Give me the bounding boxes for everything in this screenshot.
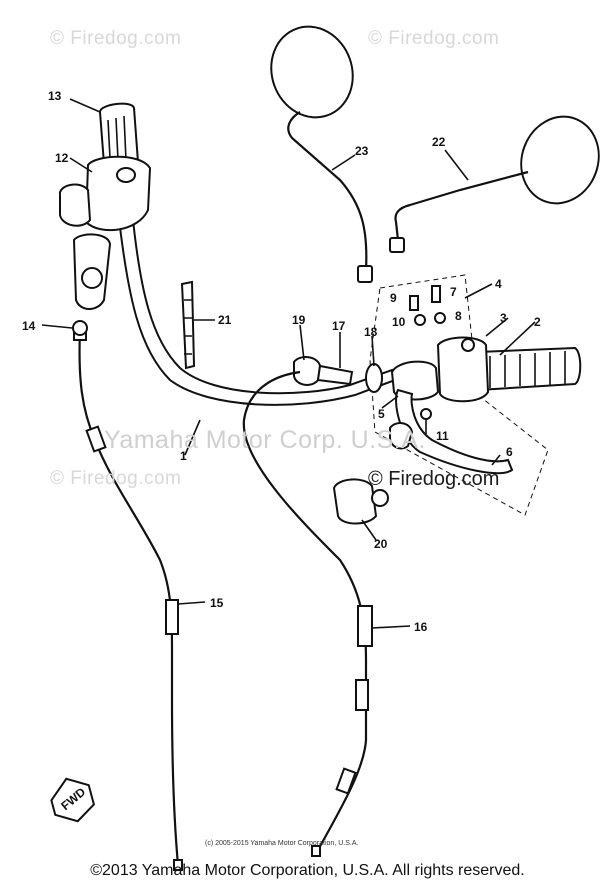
cable-16 — [242, 370, 373, 857]
fwd-arrow-icon: FWD — [50, 777, 96, 823]
small-copyright: (c) 2005-2015 Yamaha Motor Corporation, … — [205, 840, 359, 847]
footer-copyright: ©2013 Yamaha Motor Corporation, U.S.A. A… — [90, 862, 525, 879]
callout-9: 9 — [390, 291, 397, 305]
callout-1: 1 — [180, 449, 187, 463]
callout-8: 8 — [455, 309, 462, 323]
callout-14: 14 — [22, 319, 36, 333]
part-14 — [72, 320, 88, 336]
callout-11: 11 — [436, 429, 449, 443]
watermark-top-left: © Firedog.com — [50, 28, 182, 49]
callout-4: 4 — [495, 277, 502, 291]
cable-tie — [180, 280, 196, 370]
callout-13: 13 — [48, 89, 62, 103]
switch-20 — [332, 478, 389, 525]
callout-22: 22 — [432, 135, 446, 149]
leader-lines — [41, 98, 536, 629]
callout-18: 18 — [364, 325, 378, 339]
callout-3: 3 — [500, 311, 507, 325]
callout-15: 15 — [210, 596, 224, 610]
watermark-yamaha: Yamaha Motor Corp. U.S.A. — [104, 426, 426, 454]
callout-10: 10 — [392, 315, 406, 329]
watermark-middle-left: © Firedog.com — [50, 468, 182, 489]
callout-19: 19 — [292, 313, 306, 327]
left-switch-housing — [58, 155, 152, 310]
callout-20: 20 — [374, 537, 388, 551]
callout-6: 6 — [506, 445, 513, 459]
lever-hardware — [409, 285, 446, 420]
callout-23: 23 — [355, 144, 369, 158]
cable-adjuster — [293, 356, 383, 393]
callout-21: 21 — [218, 313, 232, 327]
watermark-firedog-center: © Firedog.com — [368, 468, 500, 490]
callout-5: 5 — [378, 407, 385, 421]
watermark-top-right: © Firedog.com — [368, 28, 500, 49]
right-switch-housing — [436, 336, 490, 403]
callout-7: 7 — [450, 285, 457, 299]
callout-2: 2 — [534, 315, 541, 329]
callout-17: 17 — [332, 319, 346, 333]
handlebar — [116, 209, 397, 406]
right-grip — [477, 346, 582, 392]
mirror-left — [270, 25, 373, 283]
brake-lever — [389, 360, 514, 475]
callout-16: 16 — [414, 620, 428, 634]
callout-numbers: 13 12 23 22 4 9 7 10 8 3 2 21 19 17 18 1… — [22, 89, 541, 634]
mirror-right — [389, 115, 600, 253]
callout-12: 12 — [55, 151, 69, 165]
